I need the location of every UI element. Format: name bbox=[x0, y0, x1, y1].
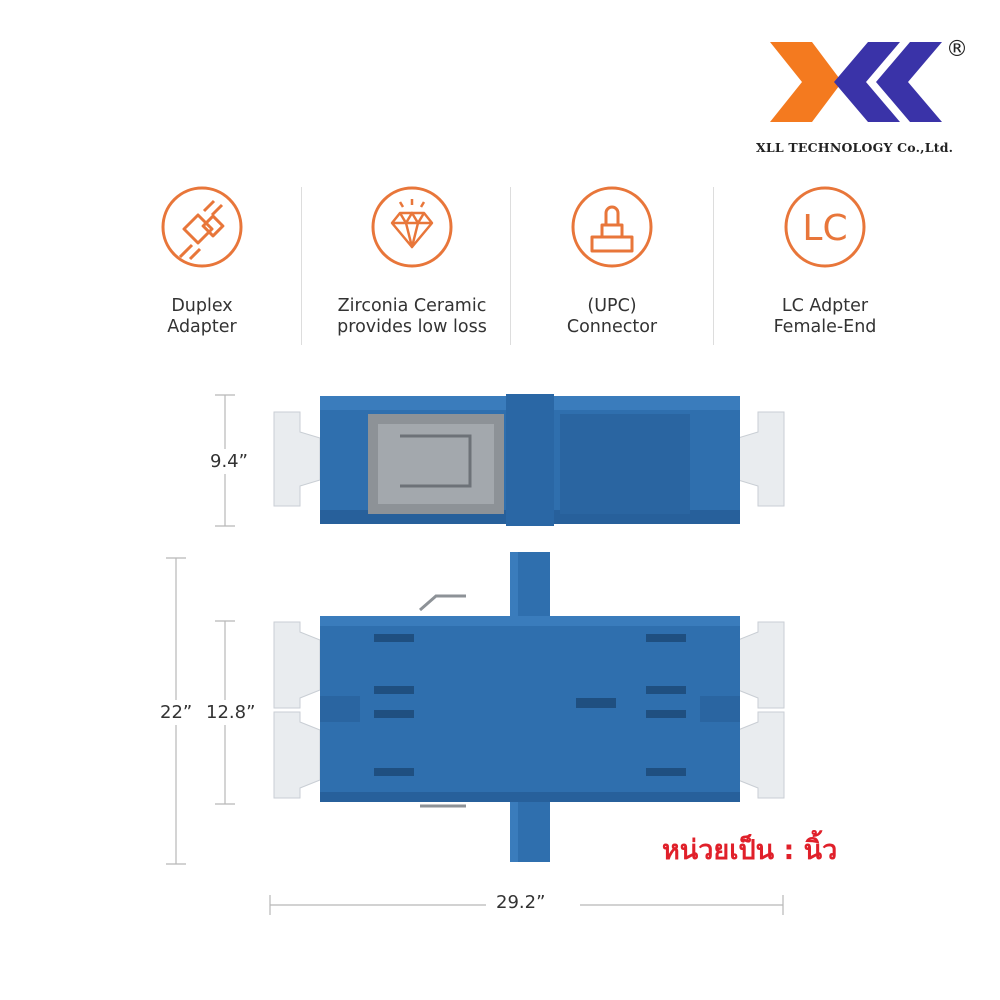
unit-note: หน่วยเป็น : นิ้ว bbox=[662, 835, 838, 866]
feature-label-line2: provides low loss bbox=[337, 317, 487, 337]
duplex-adapter-icon bbox=[161, 186, 243, 268]
feature-duplex-adapter: Duplex Adapter bbox=[102, 175, 302, 338]
feature-divider bbox=[510, 187, 511, 345]
adapter-side-view bbox=[273, 394, 785, 526]
feature-row: Duplex Adapter Zirconia Ceramic provides… bbox=[0, 175, 1000, 350]
side-height-label: 9.4” bbox=[210, 449, 248, 474]
xll-logo: ® bbox=[770, 37, 968, 122]
feature-divider bbox=[301, 187, 302, 345]
feature-divider bbox=[713, 187, 714, 345]
logo-orange-chevron bbox=[770, 42, 842, 122]
registered-mark: ® bbox=[946, 37, 968, 62]
feature-lc-female: LC LC Adpter Female-End bbox=[725, 175, 925, 338]
feature-label-line2: Connector bbox=[566, 317, 658, 337]
feature-label-line2: Adapter bbox=[167, 317, 237, 337]
feature-label-line1: Zirconia Ceramic bbox=[337, 296, 487, 316]
total-height-label: 22” bbox=[160, 700, 193, 725]
body-height-label: 12.8” bbox=[206, 700, 256, 725]
feature-label-line1: (UPC) bbox=[587, 296, 637, 316]
diamond-icon bbox=[371, 186, 453, 268]
feature-label-line1: Duplex bbox=[171, 296, 233, 316]
feature-zirconia-ceramic: Zirconia Ceramic provides low loss bbox=[312, 175, 512, 338]
lc-badge-icon: LC bbox=[784, 186, 866, 268]
logo-blue-chevron-2 bbox=[876, 42, 942, 122]
company-name: XLL TECHNOLOGY Co.,Ltd. bbox=[756, 140, 954, 155]
lc-badge-text: LC bbox=[802, 208, 847, 249]
feature-upc-connector: (UPC) Connector bbox=[512, 175, 712, 338]
adapter-top-view bbox=[273, 552, 785, 862]
width-label: 29.2” bbox=[496, 892, 546, 913]
logo-blue-chevron-1 bbox=[834, 42, 900, 122]
feature-label-line2: Female-End bbox=[773, 317, 877, 337]
feature-label-line1: LC Adpter bbox=[781, 296, 869, 316]
upc-connector-icon bbox=[571, 186, 653, 268]
